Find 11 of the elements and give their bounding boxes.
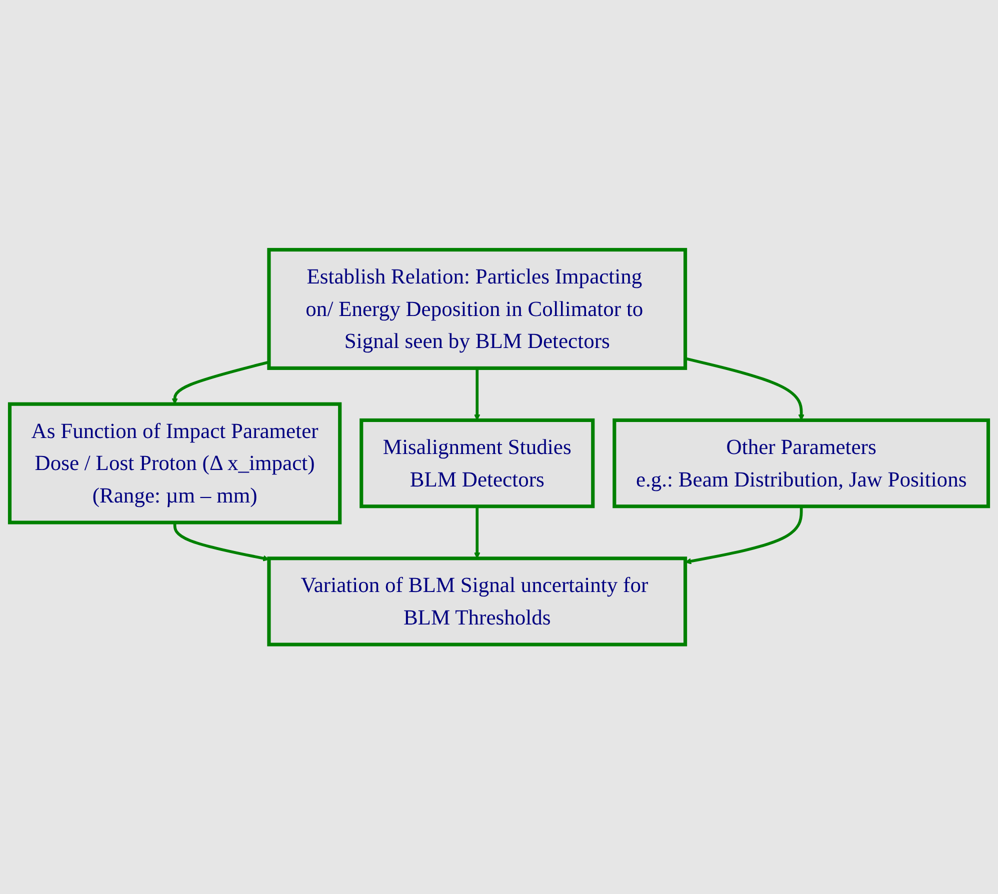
arrow (172, 360, 270, 404)
node-box (360, 418, 595, 508)
node-box (8, 402, 342, 524)
node-box (612, 418, 990, 508)
node-box (267, 556, 688, 646)
arrow (474, 506, 480, 559)
arrow (173, 522, 270, 562)
arrow (685, 506, 803, 564)
flowchart-drawing: Establish Relation: Particles Impacting on/ Energy Deposition in Collimator to Signal seen by BLM Detectors As Function of Impact Parameter Dose / Lost Proton (Δ x_impact) (Range: µm – mm) Misalignment Studies BLM Detectors Other Parameters e.g.: Beam Distribution, Jaw Positions Variation of BLM Signal uncertainty for BLM Thresholds (4, 244, 994, 650)
node-box (267, 248, 688, 370)
arrow (474, 368, 480, 420)
